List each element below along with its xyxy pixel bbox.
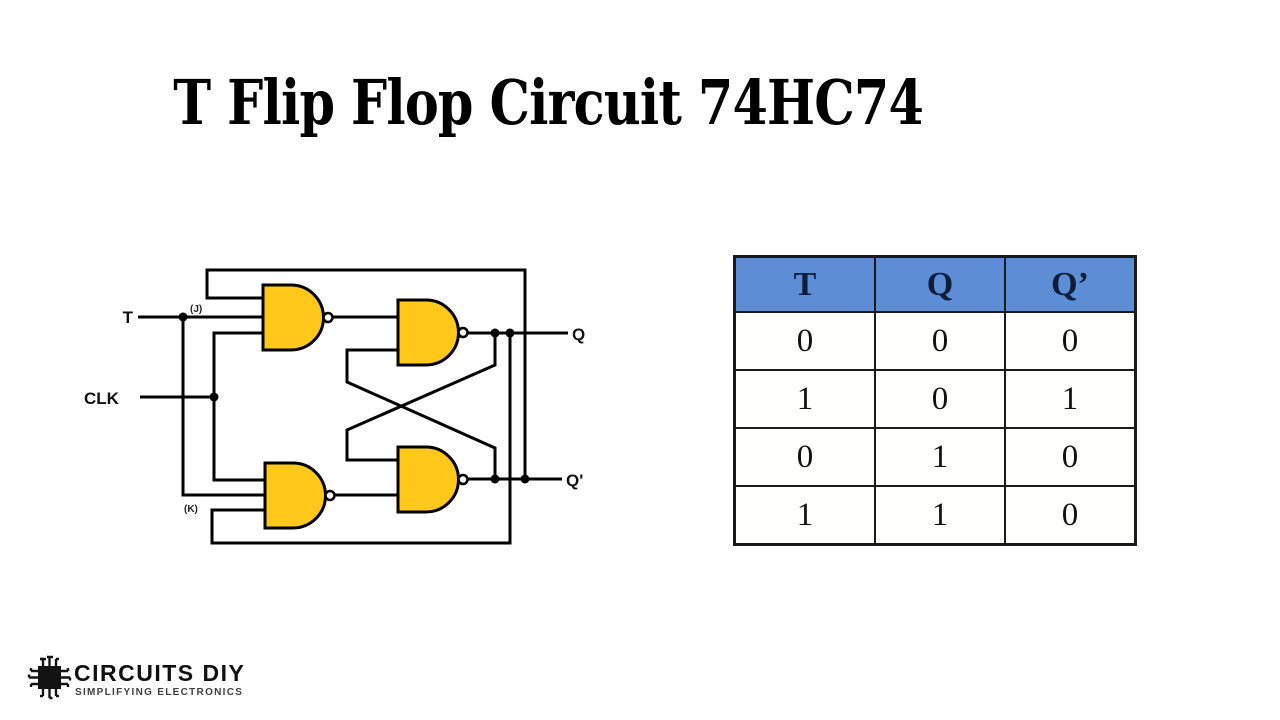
table-row: 1 1 0	[733, 485, 1137, 546]
wire-cross-qbar-to-gate2	[345, 348, 497, 479]
nand-gate-4-icon	[396, 445, 460, 514]
cell-r2-q: 1	[874, 427, 1006, 487]
cell-r1-t: 1	[733, 369, 876, 429]
label-k: (K)	[184, 504, 198, 515]
cell-r2-qbar: 0	[1004, 427, 1137, 487]
cell-r0-qbar: 0	[1004, 311, 1137, 371]
logo-brand-text: CIRCUITS DIY	[74, 660, 245, 686]
wire-clk-to-gate1	[212, 331, 263, 397]
circuit-wires	[138, 268, 568, 545]
label-clk-input: CLK	[84, 389, 120, 408]
truth-table-header-q: Q	[874, 255, 1006, 313]
circuit-labels: T CLK (J) (K) Q Q'	[84, 304, 585, 515]
truth-table-header-row: T Q Q’	[733, 255, 1137, 313]
label-t-input: T	[123, 308, 134, 327]
logo-tagline-text: SIMPLIFYING ELECTRONICS	[75, 687, 243, 698]
nand-gate-3-icon	[263, 461, 327, 530]
junction-dot-q-1	[490, 328, 500, 338]
cell-r0-q: 0	[874, 311, 1006, 371]
nand-gate-1-bubble-icon	[322, 311, 334, 324]
nand-gates	[261, 283, 469, 530]
nand-gate-2-icon	[396, 298, 460, 367]
cell-r2-t: 0	[733, 427, 876, 487]
wire-clk-to-gate3	[212, 397, 265, 482]
chip-icon	[27, 655, 72, 700]
nand-gate-2-bubble-icon	[457, 326, 469, 339]
label-j: (J)	[190, 304, 202, 315]
nand-gate-1-icon	[261, 283, 325, 352]
label-qbar-output: Q'	[566, 471, 583, 490]
page-title: T Flip Flop Circuit 74HC74	[173, 66, 924, 139]
nand-gate-3-bubble-icon	[324, 489, 336, 502]
table-row: 0 1 0	[733, 427, 1137, 487]
junction-dot-t	[178, 312, 188, 322]
circuits-diy-logo: CIRCUITS DIY SIMPLIFYING ELECTRONICS	[27, 655, 245, 700]
page-title-wrap: T Flip Flop Circuit 74HC74	[0, 66, 1096, 139]
junction-dot-clk	[209, 392, 219, 402]
cell-r3-q: 1	[874, 485, 1006, 546]
junction-dots	[178, 312, 530, 484]
table-row: 1 0 1	[733, 369, 1137, 429]
junction-dot-q-2	[505, 328, 515, 338]
cell-r1-qbar: 1	[1004, 369, 1137, 429]
truth-table-header-qbar: Q’	[1004, 255, 1137, 313]
truth-table-header-t: T	[733, 255, 876, 313]
table-row: 0 0 0	[733, 311, 1137, 371]
label-q-output: Q	[572, 325, 585, 344]
junction-dot-qbar-2	[520, 474, 530, 484]
nand-gate-4-bubble-icon	[457, 473, 469, 486]
wire-feedback-qbar-top	[205, 268, 527, 479]
truth-table: T Q Q’ 0 0 0 1 0 1 0 1 0 1 1 0	[733, 255, 1137, 546]
wire-cross-q-to-gate4	[345, 333, 497, 462]
wire-t-to-k	[181, 317, 265, 497]
cell-r3-qbar: 0	[1004, 485, 1137, 546]
cell-r1-q: 0	[874, 369, 1006, 429]
cell-r3-t: 1	[733, 485, 876, 546]
wire-feedback-q-bottom	[210, 333, 512, 545]
cell-r0-t: 0	[733, 311, 876, 371]
junction-dot-qbar-1	[490, 474, 500, 484]
